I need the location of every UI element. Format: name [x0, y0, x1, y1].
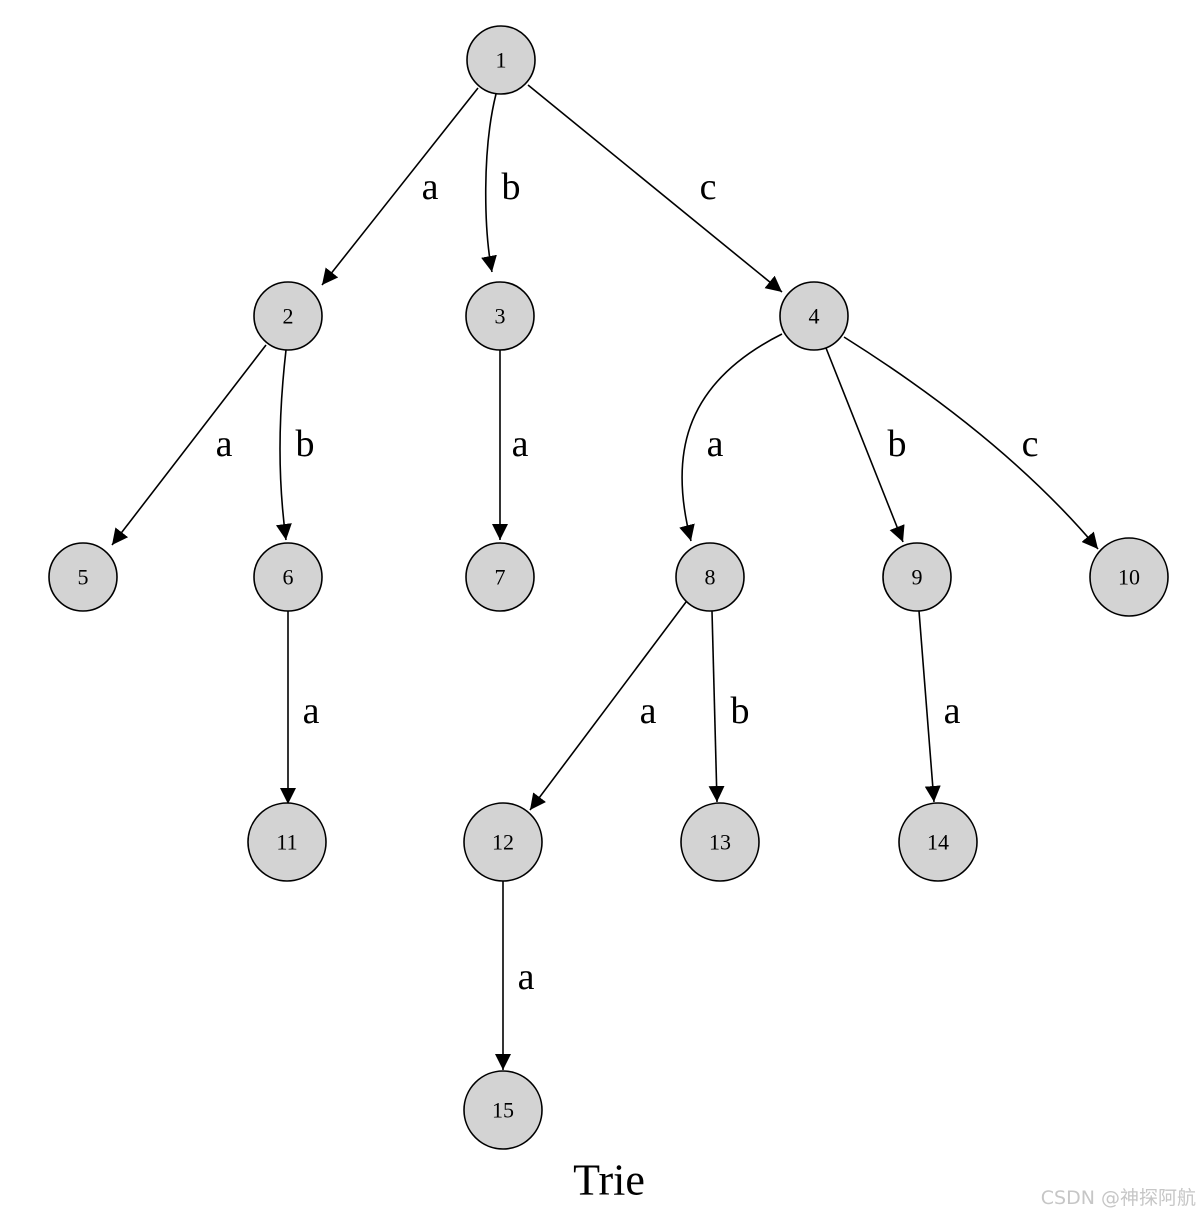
edge-label-8-12: a — [640, 690, 657, 732]
node-11: 11 — [247, 802, 327, 882]
node-13: 13 — [680, 802, 760, 882]
edge-2-5 — [111, 344, 267, 546]
edge-1-4 — [527, 84, 783, 293]
node-circle-2 — [253, 281, 323, 351]
edge-4-10 — [843, 336, 1099, 550]
edge-8-13 — [708, 610, 725, 803]
node-label-9: 9 — [912, 565, 923, 590]
node-circle-4 — [779, 281, 849, 351]
node-1: 1 — [466, 25, 536, 95]
node-circle-13 — [680, 802, 760, 882]
edge-label-1-3: b — [502, 166, 521, 208]
node-circle-3 — [465, 281, 535, 351]
edge-9-14 — [918, 610, 941, 803]
node-label-11: 11 — [276, 830, 297, 855]
edge-label-9-14: a — [944, 690, 961, 732]
edge-label-1-2: a — [422, 166, 439, 208]
edge-2-6 — [275, 349, 292, 541]
node-circle-7 — [465, 542, 535, 612]
edges-layer: a b c a b a a b c a a b a a — [111, 84, 1099, 1070]
edge-1-3 — [481, 93, 497, 273]
node-label-6: 6 — [283, 565, 294, 590]
node-label-14: 14 — [927, 830, 949, 855]
node-circle-14 — [898, 802, 978, 882]
node-label-2: 2 — [283, 304, 294, 329]
node-4: 4 — [779, 281, 849, 351]
node-7: 7 — [465, 542, 535, 612]
watermark: CSDN @神探阿航 — [1040, 1187, 1196, 1209]
edge-label-1-4: c — [700, 166, 717, 208]
node-label-13: 13 — [709, 830, 731, 855]
edge-1-2 — [321, 87, 479, 286]
edge-label-12-15: a — [518, 956, 535, 998]
node-circle-8 — [675, 542, 745, 612]
edge-label-2-5: a — [216, 423, 233, 465]
node-circle-10 — [1089, 537, 1169, 617]
edge-label-4-10: c — [1022, 423, 1039, 465]
edge-4-8 — [679, 333, 783, 542]
node-14: 14 — [898, 802, 978, 882]
edge-label-2-6: b — [296, 423, 315, 465]
node-label-3: 3 — [495, 304, 506, 329]
node-5: 5 — [48, 542, 118, 612]
edge-label-6-11: a — [303, 690, 320, 732]
node-label-12: 12 — [492, 830, 514, 855]
node-label-1: 1 — [496, 48, 507, 73]
node-9: 9 — [882, 542, 952, 612]
edge-label-3-7: a — [512, 423, 529, 465]
diagram-title: Trie — [573, 1156, 645, 1205]
edge-8-12 — [529, 601, 687, 811]
node-label-5: 5 — [78, 565, 89, 590]
edge-label-8-13: b — [731, 690, 750, 732]
node-circle-9 — [882, 542, 952, 612]
node-2: 2 — [253, 281, 323, 351]
node-12: 12 — [463, 802, 543, 882]
node-circle-11 — [247, 802, 327, 882]
node-3: 3 — [465, 281, 535, 351]
node-label-4: 4 — [809, 304, 820, 329]
node-label-15: 15 — [492, 1098, 514, 1123]
node-circle-12 — [463, 802, 543, 882]
node-label-7: 7 — [495, 565, 506, 590]
edge-label-4-8: a — [707, 423, 724, 465]
node-label-8: 8 — [705, 565, 716, 590]
node-circle-15 — [463, 1070, 543, 1150]
node-15: 15 — [463, 1070, 543, 1150]
node-6: 6 — [253, 542, 323, 612]
node-8: 8 — [675, 542, 745, 612]
node-circle-1 — [466, 25, 536, 95]
node-label-10: 10 — [1118, 565, 1140, 590]
edge-4-9 — [825, 347, 905, 543]
node-circle-5 — [48, 542, 118, 612]
edge-label-4-9: b — [888, 423, 907, 465]
node-10: 10 — [1089, 537, 1169, 617]
node-circle-6 — [253, 542, 323, 612]
